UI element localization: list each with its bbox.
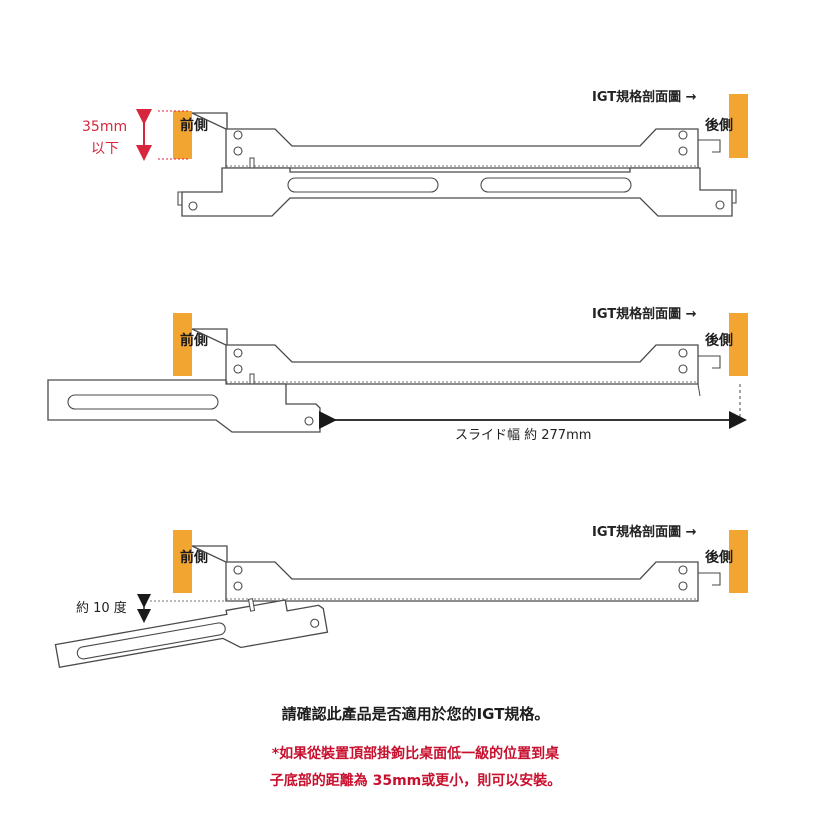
screw-hole: [310, 618, 320, 628]
front-label: 前側: [180, 549, 208, 566]
back-label: 後側: [705, 549, 733, 566]
screw-hole: [304, 416, 314, 426]
bolt-hole: [678, 130, 688, 140]
bolt-hole: [233, 364, 243, 374]
bolt-hole: [678, 565, 688, 575]
back-tab: [729, 94, 748, 158]
bolt-hole: [233, 581, 243, 591]
screw-hole: [715, 200, 725, 210]
compatibility-note: 請確認此產品是否適用於您的IGT規格。: [281, 705, 550, 723]
slot: [67, 394, 219, 410]
back-tab: [729, 313, 748, 376]
front-label: 前側: [180, 332, 208, 349]
bolt-hole: [678, 581, 688, 591]
slot: [76, 622, 226, 660]
slot: [287, 177, 439, 193]
front-tab: [173, 313, 192, 376]
front-tab: [173, 530, 192, 593]
front-tab: [173, 111, 192, 159]
back-label: 後側: [705, 332, 733, 349]
upper-rail: [191, 328, 699, 385]
section-label: IGT規格剖面圖 →: [592, 306, 697, 322]
panel-2: 前側 後側 IGT規格剖面圖 → スライド幅 約 277mm: [47, 306, 748, 443]
panel-1: 前側 後側 IGT規格剖面圖 → 35mm 以下: [82, 89, 748, 217]
back-tab: [729, 530, 748, 593]
slot: [480, 177, 632, 193]
upper-rail: [191, 112, 699, 169]
bolt-hole: [678, 146, 688, 156]
tilt-label: 約 10 度: [76, 600, 127, 616]
height-value: 35mm: [82, 119, 127, 135]
front-label: 前側: [180, 117, 208, 134]
bolt-hole: [233, 130, 243, 140]
back-label: 後側: [705, 117, 733, 134]
section-label: IGT規格剖面圖 →: [592, 89, 697, 105]
install-condition-line-1: *如果從裝置頂部掛鉤比桌面低一級的位置到桌: [271, 746, 560, 762]
bolt-hole: [233, 348, 243, 358]
bolt-hole: [233, 146, 243, 156]
screw-hole: [188, 201, 198, 211]
upper-rail: [191, 545, 699, 602]
bolt-hole: [678, 364, 688, 374]
lower-rail-tilted: [54, 598, 329, 668]
height-qualifier: 以下: [91, 141, 119, 157]
lower-rail: [181, 167, 733, 217]
bolt-hole: [678, 348, 688, 358]
panel-3: 前側 後側 IGT規格剖面圖 → 約 10 度: [54, 524, 748, 668]
install-condition-line-2: 子底部的距離為 35mm或更小，則可以安裝。: [269, 773, 562, 789]
slide-width-label: スライド幅 約 277mm: [455, 428, 591, 443]
bolt-hole: [233, 565, 243, 575]
section-label: IGT規格剖面圖 →: [592, 524, 697, 540]
